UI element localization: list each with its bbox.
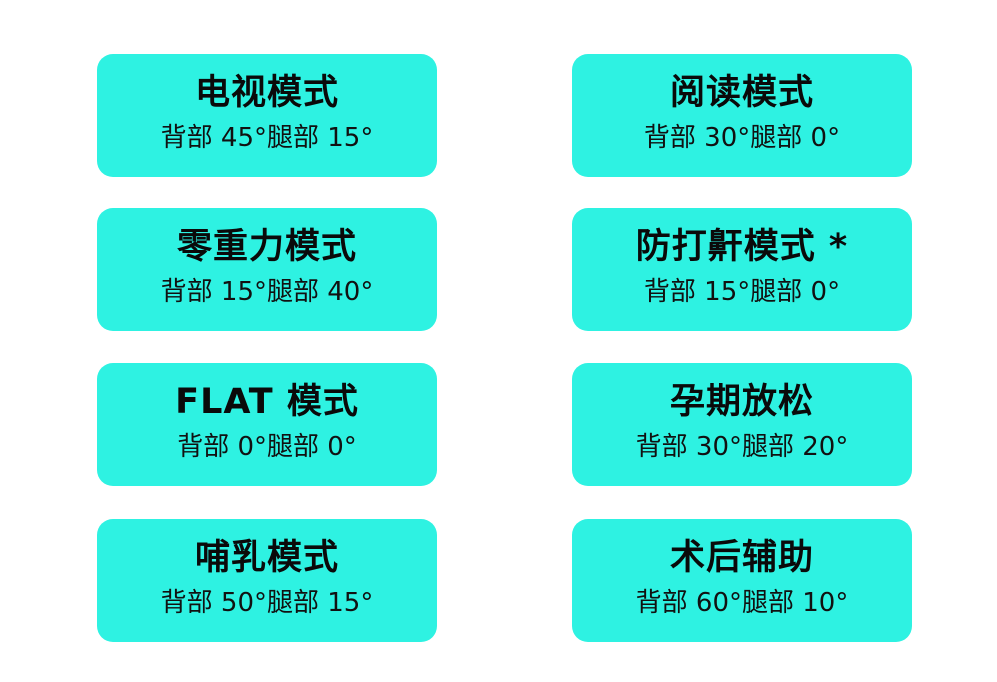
mode-card-tv[interactable]: 电视模式 背部 45°腿部 15° (97, 54, 437, 177)
mode-angles: 背部 60°腿部 10° (635, 588, 849, 618)
mode-angles: 背部 15°腿部 40° (160, 277, 374, 307)
mode-title: 术后辅助 (669, 538, 814, 578)
mode-card-anti-snore[interactable]: 防打鼾模式 * 背部 15°腿部 0° (572, 208, 912, 331)
mode-title: 防打鼾模式 * (635, 227, 849, 267)
mode-angles: 背部 30°腿部 20° (635, 432, 849, 462)
mode-angles: 背部 30°腿部 0° (643, 123, 841, 153)
mode-card-zero-gravity[interactable]: 零重力模式 背部 15°腿部 40° (97, 208, 437, 331)
mode-title: 电视模式 (194, 73, 339, 113)
mode-title: FLAT 模式 (175, 382, 359, 422)
mode-card-reading[interactable]: 阅读模式 背部 30°腿部 0° (572, 54, 912, 177)
mode-angles: 背部 50°腿部 15° (160, 588, 374, 618)
mode-title: 阅读模式 (669, 73, 814, 113)
mode-angles: 背部 45°腿部 15° (160, 123, 374, 153)
mode-angles: 背部 0°腿部 0° (177, 432, 357, 462)
mode-title: 孕期放松 (669, 382, 814, 422)
mode-card-nursing[interactable]: 哺乳模式 背部 50°腿部 15° (97, 519, 437, 642)
mode-title: 零重力模式 (176, 227, 357, 267)
mode-angles: 背部 15°腿部 0° (643, 277, 841, 307)
mode-title: 哺乳模式 (194, 538, 339, 578)
mode-card-post-surgery[interactable]: 术后辅助 背部 60°腿部 10° (572, 519, 912, 642)
mode-card-pregnancy[interactable]: 孕期放松 背部 30°腿部 20° (572, 363, 912, 486)
mode-card-flat[interactable]: FLAT 模式 背部 0°腿部 0° (97, 363, 437, 486)
